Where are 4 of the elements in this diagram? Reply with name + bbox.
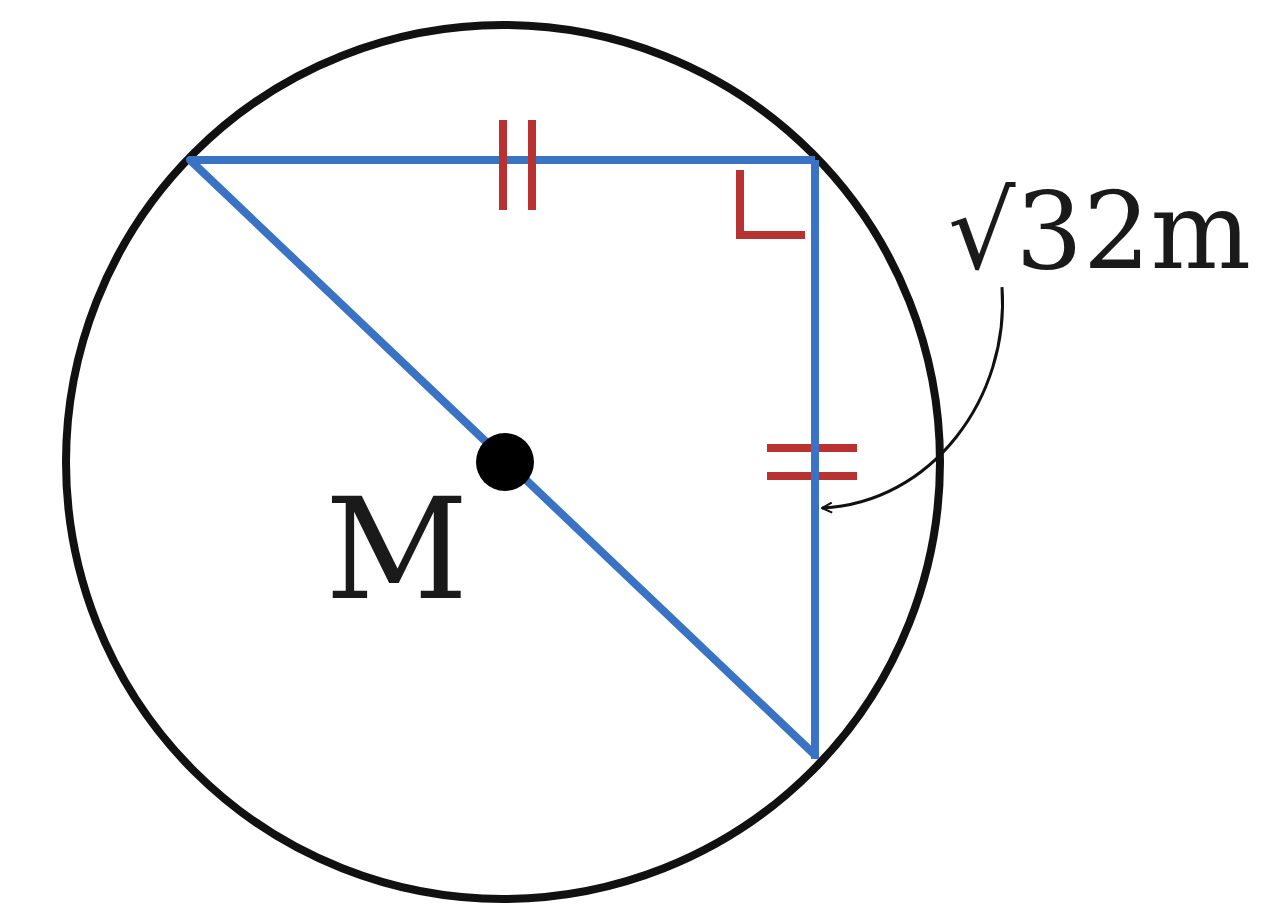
leader-arrow xyxy=(821,287,1004,513)
point-label: M xyxy=(325,467,469,633)
measurement-label: √32m xyxy=(948,168,1251,296)
triangle-side xyxy=(811,160,819,759)
